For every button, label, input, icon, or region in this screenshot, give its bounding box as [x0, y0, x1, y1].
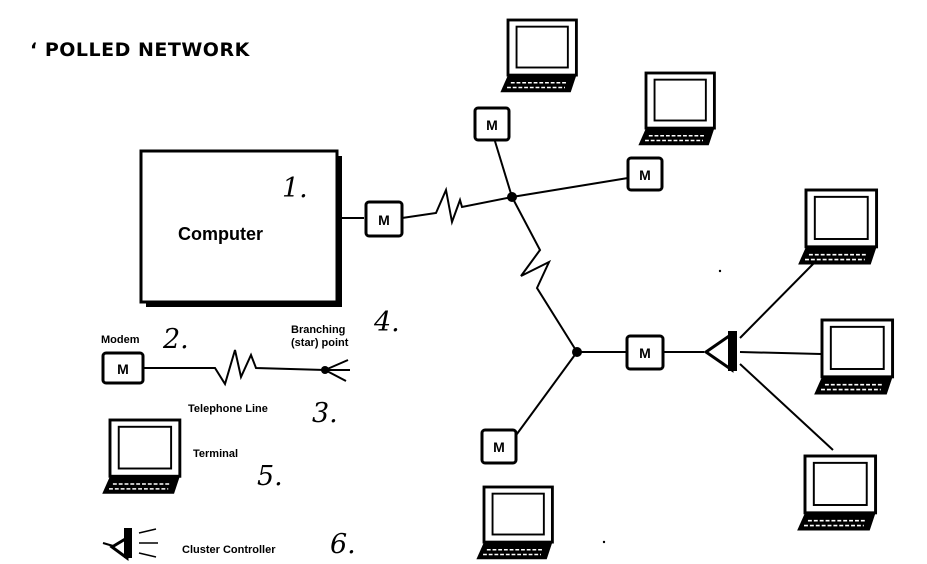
modem-glyph: M: [639, 167, 651, 183]
branching-point-upper: [507, 192, 517, 202]
computer-box: [139, 149, 342, 307]
modem-glyph: M: [117, 361, 129, 377]
modem-glyph: M: [493, 439, 505, 455]
modem-glyph: M: [486, 117, 498, 133]
modem-computer: M: [364, 200, 404, 238]
legend-branching-point: [321, 366, 329, 374]
terminal-bottom: [474, 485, 554, 561]
legend-terminal-number: 5.: [257, 461, 283, 492]
legend-telephone-line: [143, 349, 350, 387]
diagram-title: ‘ POLLED NETWORK: [30, 39, 251, 61]
legend-modem: M: [101, 351, 145, 385]
modem-glyph: M: [378, 212, 390, 228]
terminal-right-2: [812, 318, 895, 396]
stray-dot: [718, 269, 722, 273]
terminal-upper-right: [636, 71, 716, 147]
network-lines: [338, 137, 834, 451]
legend-branching-label-2: (star) point: [291, 337, 349, 349]
computer-number: 1.: [282, 173, 308, 204]
modem-upper-right: M: [626, 156, 664, 192]
modem-top: M: [473, 106, 511, 142]
modem-glyph: M: [639, 345, 651, 361]
legend-cluster-number: 6.: [330, 529, 356, 560]
legend-terminal: [100, 418, 182, 496]
modem-cluster: M: [625, 334, 665, 371]
legend-modem-number: 2.: [162, 324, 189, 355]
legend-modem-label: Modem: [101, 334, 140, 346]
legend-telephone-label: Telephone Line: [188, 403, 268, 415]
terminal-top: [498, 18, 578, 94]
legend-branching-number: 4.: [373, 307, 400, 338]
cluster-controller: [703, 331, 737, 373]
computer-label: Computer: [178, 224, 263, 244]
modem-bottom: M: [480, 428, 518, 465]
legend-terminal-label: Terminal: [193, 448, 238, 460]
legend-telephone-number: 3.: [312, 398, 338, 429]
legend-cluster-label: Cluster Controller: [182, 544, 276, 556]
terminal-right-3: [795, 454, 878, 532]
branching-point-lower: [572, 347, 582, 357]
legend-branching-label-1: Branching: [291, 324, 345, 336]
terminal-right-1: [796, 188, 879, 266]
legend-cluster-controller: [102, 528, 158, 561]
stray-dot: [602, 540, 606, 544]
